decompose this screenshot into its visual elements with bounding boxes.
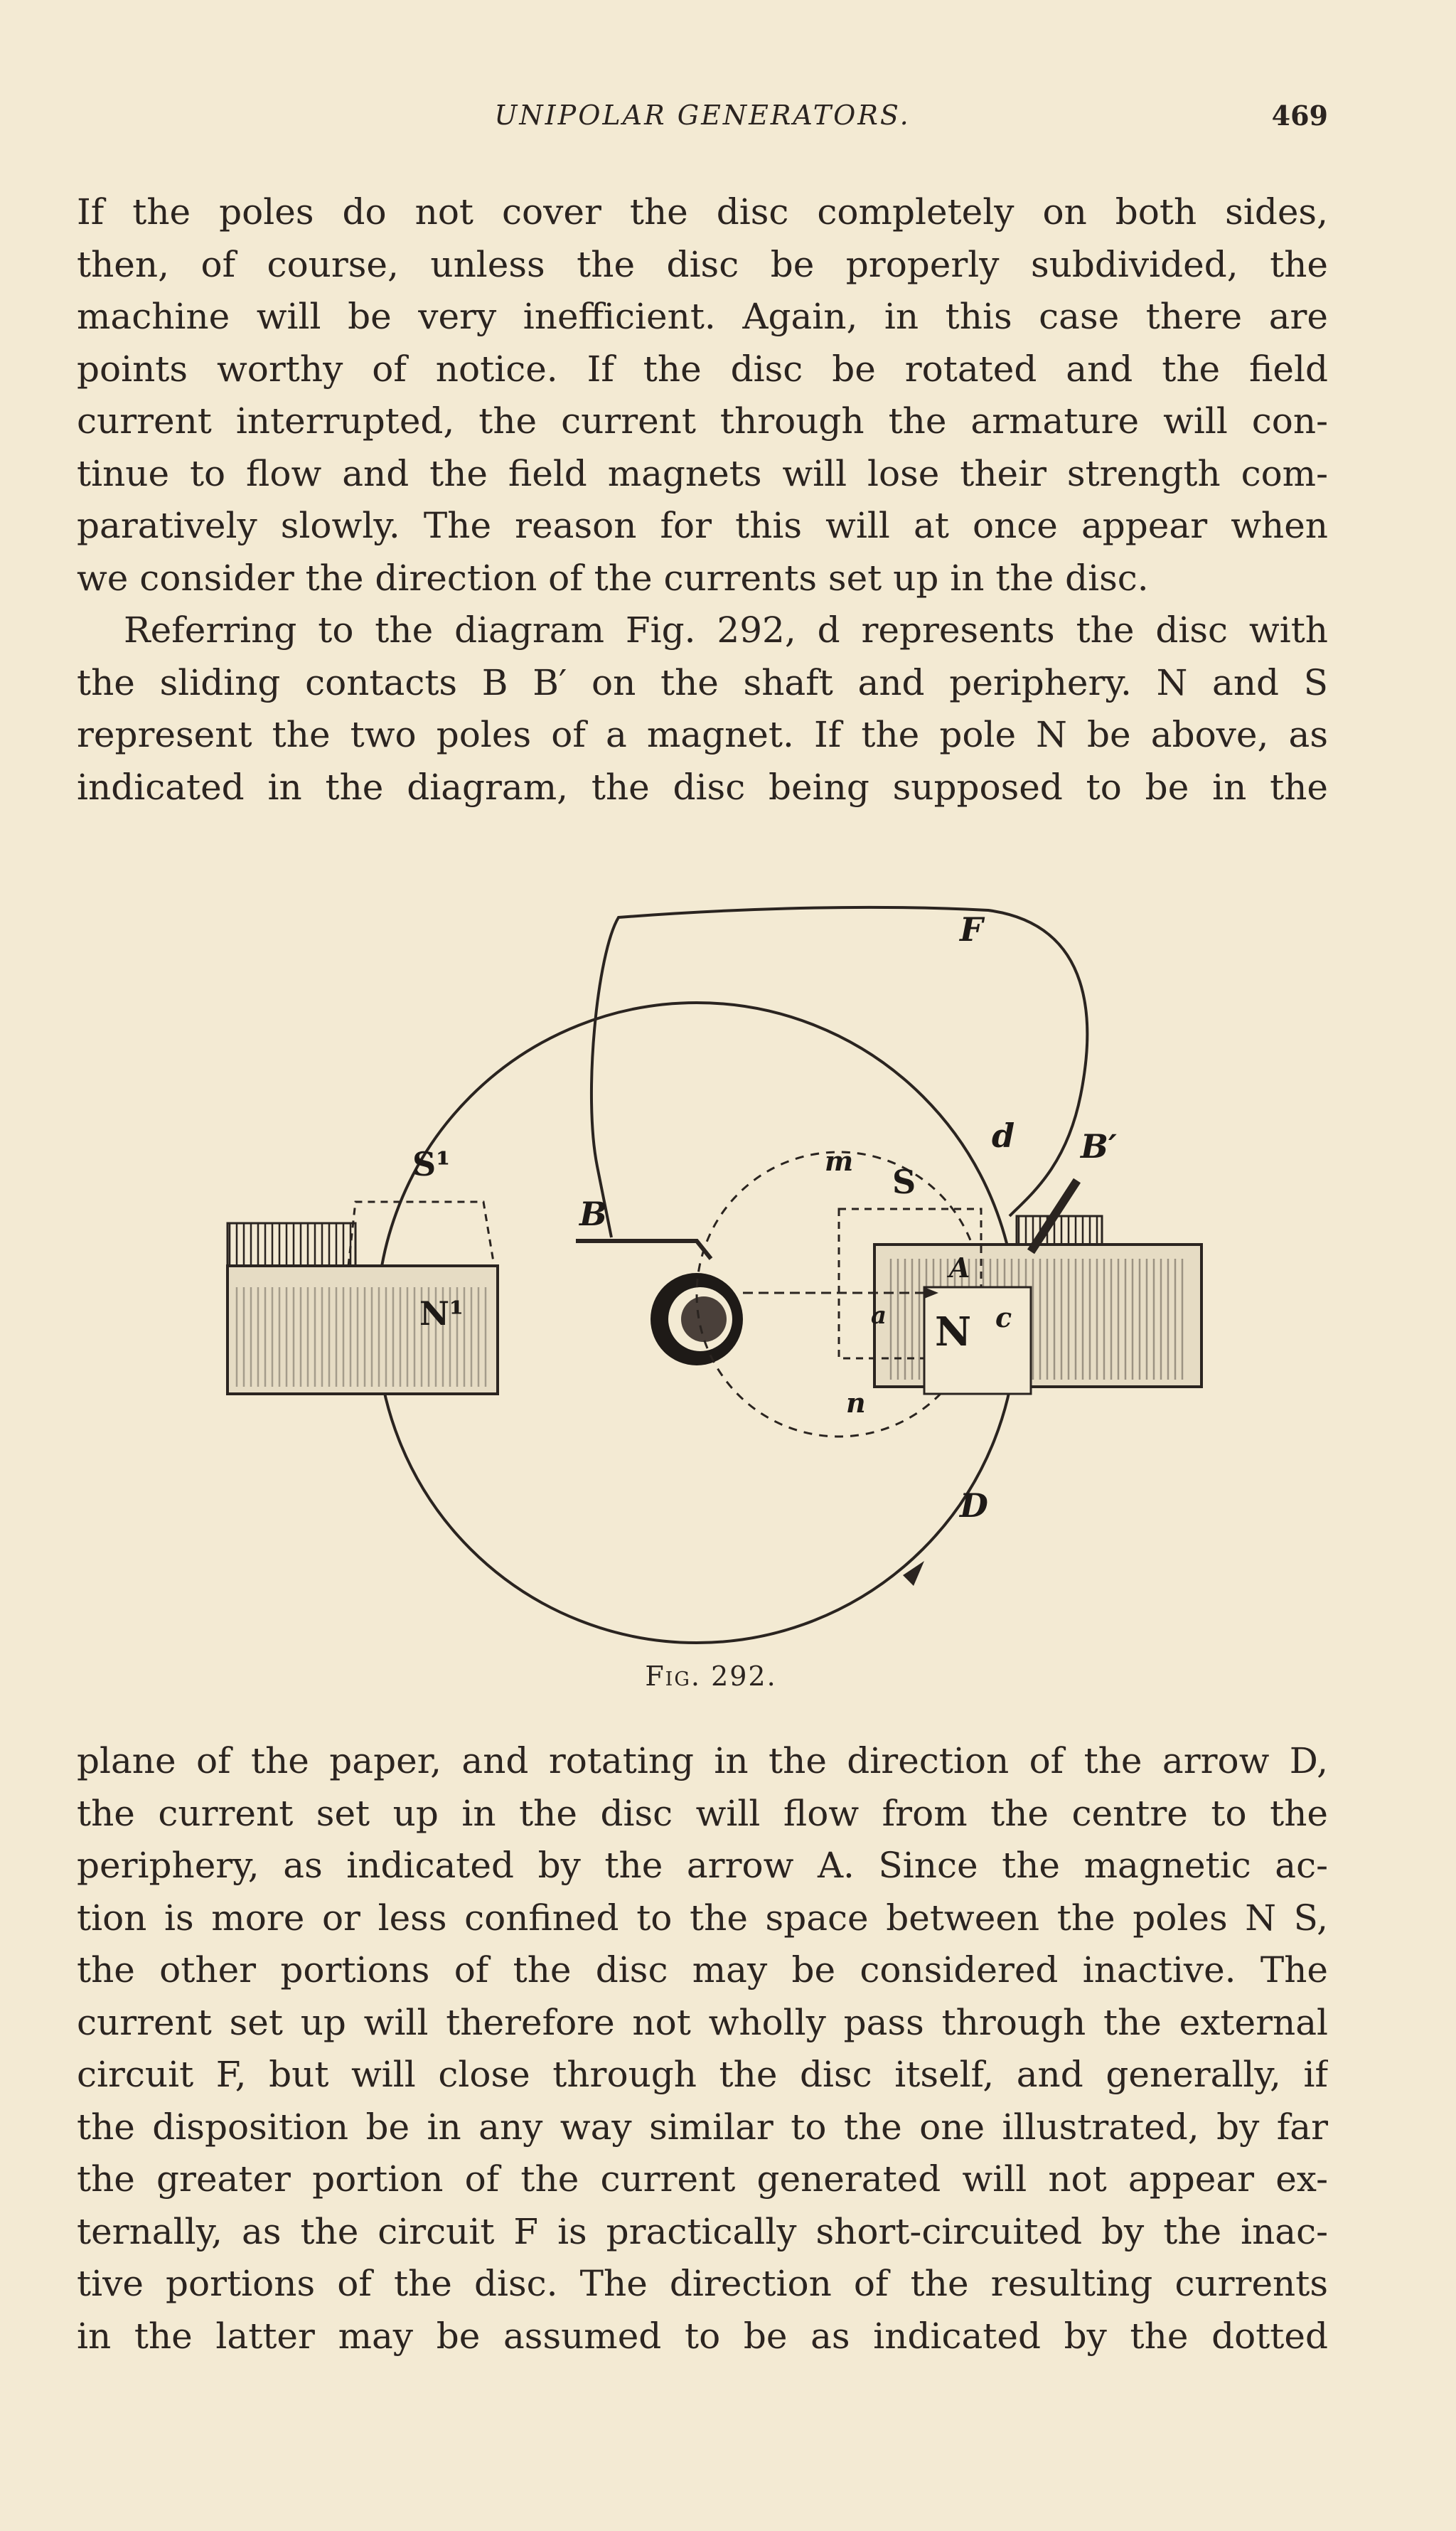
text-line: If the poles do not cover the disc compl…: [77, 191, 1328, 233]
text-line: current set up will therefore not wholly…: [77, 2001, 1328, 2043]
text-line: tion is more or less confined to the spa…: [77, 1897, 1328, 1939]
pole-s1-outline: [347, 1200, 496, 1267]
page-number: 469: [1271, 100, 1328, 132]
label-f: F: [960, 910, 983, 949]
magnet-left-hatch: [235, 1287, 491, 1387]
text-line: represent the two poles of a magnet. If …: [77, 714, 1328, 755]
text-line: in the latter may be assumed to be as in…: [77, 2315, 1328, 2357]
figure-292: F d B′ B S¹ N¹ m S N A a c n D Fig. 292.: [213, 882, 1209, 1692]
shaft-core: [681, 1296, 727, 1342]
label-s1: S¹: [412, 1145, 451, 1183]
label-n1: N¹: [419, 1294, 464, 1333]
running-title: UNIPOLAR GENERATORS.: [494, 100, 911, 131]
external-circuit-wire: [589, 905, 1089, 1238]
label-d-arrow: D: [960, 1486, 988, 1525]
text-line: circuit F, but will close through the di…: [77, 2054, 1328, 2095]
contact-b-prime: [1027, 1178, 1081, 1254]
arrow-d-head: [903, 1561, 924, 1586]
label-b-prime: B′: [1081, 1127, 1118, 1166]
text-line: tinue to flow and the field magnets will…: [77, 452, 1328, 494]
text-line: ternally, as the circuit F is practicall…: [77, 2210, 1328, 2252]
label-c: c: [995, 1301, 1012, 1333]
figure-caption: Fig. 292.: [645, 1661, 777, 1692]
label-n-small: n: [846, 1387, 866, 1419]
pole-n-box: [923, 1286, 1032, 1395]
text-line: tive portions of the disc. The direction…: [77, 2263, 1328, 2304]
text-line: points worthy of notice. If the disc be …: [77, 348, 1328, 390]
text-line: periphery, as indicated by the arrow A. …: [77, 1845, 1328, 1886]
text-line: the other portions of the disc may be co…: [77, 1949, 1328, 1991]
label-s: S: [892, 1163, 916, 1201]
text-line: the sliding contacts B B′ on the shaft a…: [77, 661, 1328, 703]
text-line: Referring to the diagram Fig. 292, d rep…: [124, 609, 1328, 651]
text-line: current interrupted, the current through…: [77, 400, 1328, 442]
label-a-upper: A: [949, 1252, 970, 1284]
text-line: paratively slowly. The reason for this w…: [77, 505, 1328, 546]
disc-diagram: [226, 905, 1203, 1644]
text-line: then, of course, unless the disc be prop…: [77, 243, 1328, 285]
arrow-a-head: [924, 1287, 938, 1299]
label-a-lower: a: [871, 1301, 887, 1330]
contact-b: [576, 1239, 713, 1260]
text-line: machine will be very inefficient. Again,…: [77, 296, 1328, 337]
text-line: the current set up in the disc will flow…: [77, 1792, 1328, 1834]
magnet-left-top: [226, 1222, 357, 1267]
text-block-bottom: plane of the paper, and rotating in the …: [77, 1735, 1328, 2362]
text-line: indicated in the diagram, the disc being…: [77, 766, 1328, 808]
pole-s-outline: [837, 1208, 983, 1360]
text-block-top: If the poles do not cover the disc compl…: [77, 186, 1328, 814]
text-line: plane of the paper, and rotating in the …: [77, 1740, 1328, 1781]
text-line: the greater portion of the current gener…: [77, 2158, 1328, 2200]
label-n: N: [935, 1309, 972, 1355]
text-line: the disposition be in any way similar to…: [77, 2106, 1328, 2148]
running-head: UNIPOLAR GENERATORS. 469: [77, 100, 1328, 142]
label-b: B: [579, 1195, 607, 1233]
label-m: m: [825, 1145, 854, 1177]
label-d: d: [992, 1117, 1015, 1155]
text-line: we consider the direction of the current…: [77, 557, 1149, 599]
